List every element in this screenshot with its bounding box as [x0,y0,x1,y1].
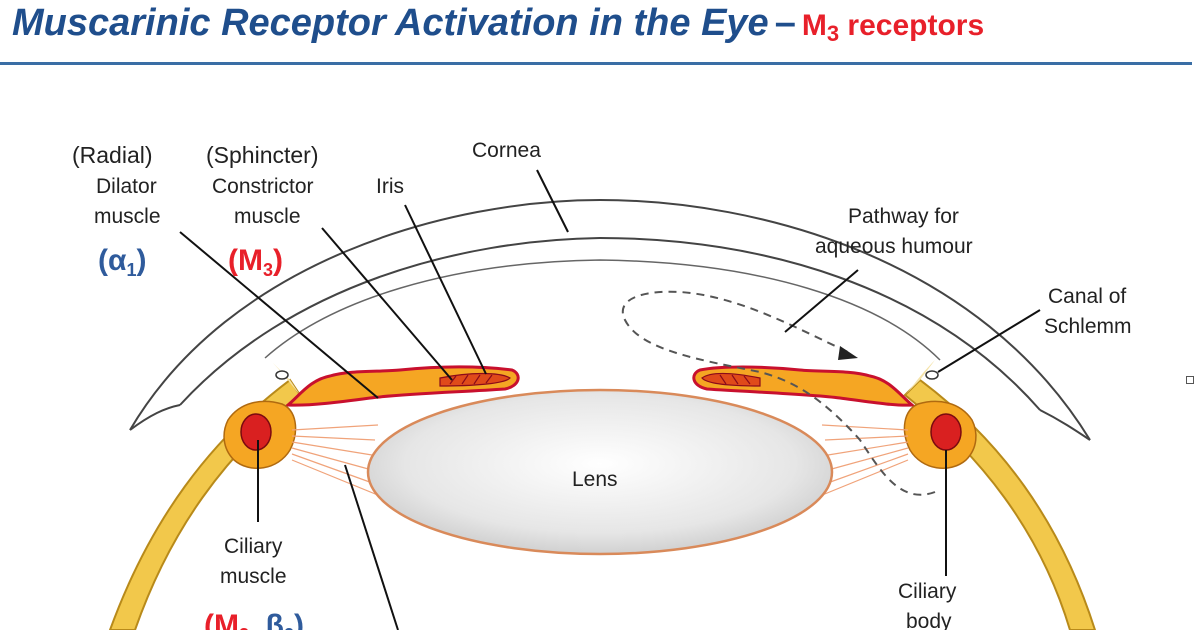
ciliary-muscle-left [240,413,272,451]
title-receptor: M3 receptors [801,9,985,46]
label-pathway-2: aqueous humour [815,235,973,258]
label-radial: (Radial) [72,142,153,168]
leader-lines [179,169,1041,630]
label-ciliary-body-2: body [906,610,952,630]
label-ciliary-body-1: Ciliary [898,580,957,603]
canal-left [275,370,289,380]
title-underline [0,62,1192,65]
label-m3: (M3) [228,244,283,280]
iris-left [284,365,520,407]
lens [366,388,834,556]
title-main: Muscarinic Receptor Activation in the Ey… [12,2,769,44]
page-title: Muscarinic Receptor Activation in the Ey… [12,0,984,52]
sphincter-right [701,372,761,387]
label-dilator-2: muscle [94,205,161,228]
canal-right [925,370,939,380]
label-constrictor-2: muscle [234,205,301,228]
label-cornea: Cornea [472,139,541,162]
cornea-inner [179,236,1041,411]
label-ciliary-muscle-2: muscle [220,565,287,588]
sphincter-left [439,372,511,387]
title-dash: – [774,2,796,44]
label-ciliary-receptors: (M3, β2) [204,609,304,630]
cornea-outer [129,198,1091,441]
label-pathway-1: Pathway for [848,205,959,228]
label-sphincter: (Sphincter) [206,142,318,168]
aqueous-pathway [622,290,936,496]
iris-right [692,365,916,407]
slide-marker [1186,376,1194,384]
zonular-fibres [291,424,909,501]
label-constrictor-1: Constrictor [212,175,314,198]
label-lens: Lens [572,468,618,491]
label-iris: Iris [376,175,404,198]
label-canal-2: Schlemm [1044,315,1132,338]
label-dilator-1: Dilator [96,175,157,198]
label-ciliary-muscle-1: Ciliary [224,535,283,558]
label-alpha1: (α1) [98,244,146,280]
ciliary-muscle-right [930,413,962,451]
label-canal-1: Canal of [1048,285,1126,308]
